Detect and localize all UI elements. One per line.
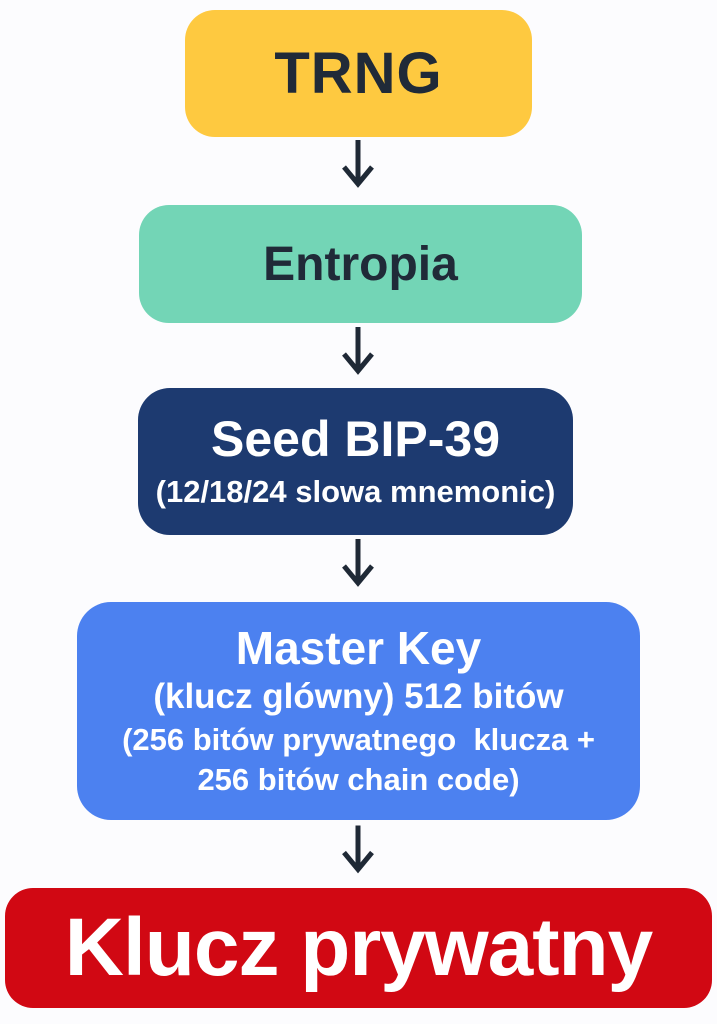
node-trng: TRNG	[185, 10, 532, 137]
node-klucz-prywatny: Klucz prywatny	[5, 888, 712, 1008]
flow-arrow-1-down-icon	[338, 139, 378, 197]
node-entropia: Entropia	[139, 205, 582, 323]
node-master-key-label: Master Key	[235, 621, 482, 674]
node-master-key-subtitle: (klucz glówny) 512 bitów	[153, 677, 564, 717]
flow-arrow-3-down-icon	[338, 538, 378, 596]
node-entropia-label: Entropia	[263, 237, 458, 291]
node-seed-bip39-subtitle: (12/18/24 slowa mnemonic)	[155, 473, 556, 509]
node-klucz-prywatny-label: Klucz prywatny	[64, 902, 653, 993]
node-seed-bip39-label: Seed BIP-39	[210, 411, 500, 468]
flow-arrow-4-down-icon	[338, 822, 378, 885]
node-master-key-detail-2: 256 bitów chain code)	[197, 762, 520, 798]
node-master-key-detail-1: (256 bitów prywatnego klucza +	[122, 721, 595, 757]
node-master-key: Master Key (klucz glówny) 512 bitów (256…	[77, 602, 640, 820]
node-trng-label: TRNG	[274, 41, 443, 106]
flow-arrow-2-down-icon	[338, 326, 378, 384]
node-seed-bip39: Seed BIP-39 (12/18/24 slowa mnemonic)	[138, 388, 573, 535]
